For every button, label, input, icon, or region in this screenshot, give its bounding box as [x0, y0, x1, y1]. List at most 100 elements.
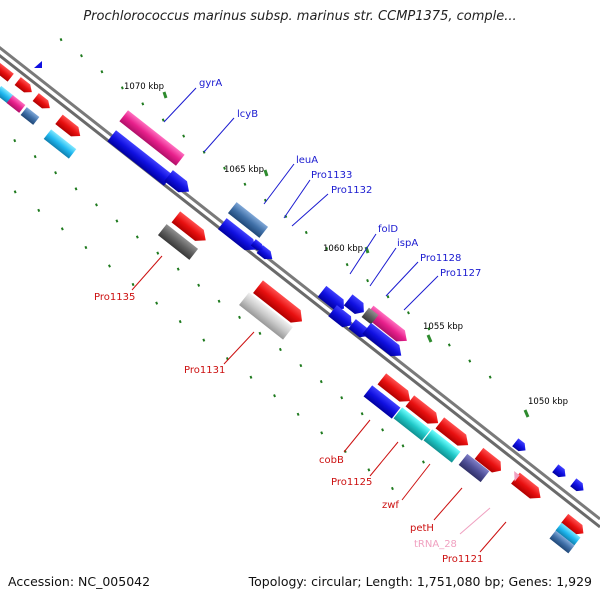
minor-tick [238, 315, 241, 319]
gene-Pro1135[interactable] [157, 224, 199, 260]
label-Pro1132[interactable]: Pro1132 [331, 185, 372, 196]
minor-tick [202, 338, 206, 342]
minor-tick [37, 208, 41, 212]
minor-tick [176, 267, 180, 271]
minor-tick [197, 283, 201, 287]
minor-tick [217, 299, 221, 303]
gene-block[interactable] [43, 129, 77, 159]
reverse-labels: Pro1135 Pro1131 cobB Pro1125 zwf petH tR… [94, 255, 507, 565]
gene-block[interactable] [0, 85, 14, 104]
minor-tick [223, 166, 226, 170]
gene-lcyB-a[interactable] [107, 130, 173, 186]
gene-block[interactable] [250, 239, 265, 253]
minor-tick [366, 279, 370, 283]
minor-tick [80, 54, 83, 58]
gene-block[interactable] [474, 447, 506, 476]
feature-track [0, 61, 587, 554]
gene-block[interactable] [435, 417, 473, 450]
minor-tick [59, 38, 63, 42]
minor-tick [427, 327, 431, 331]
label-leader [131, 255, 163, 291]
minor-tick [296, 412, 300, 416]
gene-block[interactable] [20, 107, 40, 125]
gene-block[interactable] [55, 114, 84, 141]
accession-text: Accession: NC_005042 [8, 574, 151, 589]
gene-Pro1128[interactable] [328, 305, 356, 331]
major-tick [523, 409, 530, 418]
gene-block[interactable] [377, 373, 415, 406]
gene-tRNA_28[interactable] [509, 471, 520, 482]
label-leader [385, 261, 419, 297]
gene-block[interactable] [0, 62, 14, 82]
major-tick [263, 169, 269, 177]
gene-zwf[interactable] [423, 429, 461, 463]
label-leuA[interactable]: leuA [296, 155, 318, 166]
minor-tick [54, 171, 58, 175]
gene-block[interactable] [549, 530, 575, 554]
label-petH[interactable]: petH [410, 523, 434, 534]
gene-block[interactable] [343, 294, 368, 317]
minor-tick [33, 155, 37, 159]
gene-block[interactable] [405, 395, 443, 428]
gene-folD[interactable] [317, 285, 349, 314]
gene-block[interactable] [171, 211, 211, 246]
label-Pro1121[interactable]: Pro1121 [442, 554, 483, 565]
gene-petH[interactable] [458, 453, 490, 483]
gene-block[interactable] [14, 77, 35, 96]
scale-label: 1055 kbp [423, 322, 463, 332]
minor-tick [278, 347, 282, 352]
gene-block[interactable] [555, 522, 581, 546]
label-Pro1128[interactable]: Pro1128 [420, 253, 461, 264]
minor-tick [249, 375, 253, 379]
gene-lcyB-b[interactable] [164, 170, 193, 197]
gene-block[interactable] [361, 307, 379, 325]
minor-tick [391, 486, 394, 491]
gene-Pro1125[interactable] [393, 407, 431, 441]
minor-tick [13, 138, 17, 143]
label-leader [163, 87, 197, 123]
minor-tick [407, 311, 410, 315]
minor-tick [84, 245, 88, 250]
gene-block[interactable] [512, 438, 528, 454]
minor-tick [115, 219, 119, 223]
label-cobB[interactable]: cobB [319, 455, 344, 466]
gene-leuA[interactable] [227, 202, 269, 238]
gene-block[interactable] [32, 93, 53, 112]
scale-label: 1060 kbp [323, 244, 363, 254]
label-lcyB[interactable]: lcyB [237, 109, 258, 120]
gene-block[interactable] [34, 61, 42, 68]
gene-block[interactable] [552, 464, 568, 480]
label-zwf[interactable]: zwf [382, 500, 399, 511]
gene-block[interactable] [570, 478, 586, 494]
label-tRNA_28[interactable]: tRNA_28 [414, 539, 457, 550]
label-folD[interactable]: folD [378, 224, 398, 235]
gene-block[interactable] [253, 280, 307, 327]
label-leader [459, 507, 491, 535]
label-Pro1127[interactable]: Pro1127 [440, 268, 481, 279]
label-leader [433, 487, 463, 521]
gene-block[interactable] [560, 513, 587, 538]
gene-Pro1131[interactable] [239, 292, 293, 340]
minor-tick [273, 394, 276, 398]
gene-block[interactable] [511, 472, 545, 504]
label-leader [203, 117, 235, 153]
gene-cobB[interactable] [363, 385, 401, 419]
gene-block[interactable] [6, 95, 26, 113]
label-Pro1135[interactable]: Pro1135 [94, 292, 135, 303]
backbone-line-outer [0, 45, 600, 521]
gene-Pro1127[interactable] [362, 322, 405, 361]
label-leader [369, 247, 397, 287]
topology-text: Topology: circular; Length: 1,751,080 bp… [248, 574, 592, 589]
minor-tick [447, 343, 451, 347]
label-Pro1133[interactable]: Pro1133 [311, 170, 352, 181]
label-Pro1131[interactable]: Pro1131 [184, 365, 225, 376]
minor-tick [325, 246, 329, 251]
minor-tick [320, 431, 324, 435]
label-Pro1125[interactable]: Pro1125 [331, 477, 372, 488]
label-ispA[interactable]: ispA [397, 238, 418, 249]
label-gyrA[interactable]: gyrA [199, 78, 222, 89]
gene-Pro1133[interactable] [217, 218, 260, 255]
gene-gyrA[interactable] [119, 110, 185, 166]
gene-block[interactable] [348, 319, 371, 341]
